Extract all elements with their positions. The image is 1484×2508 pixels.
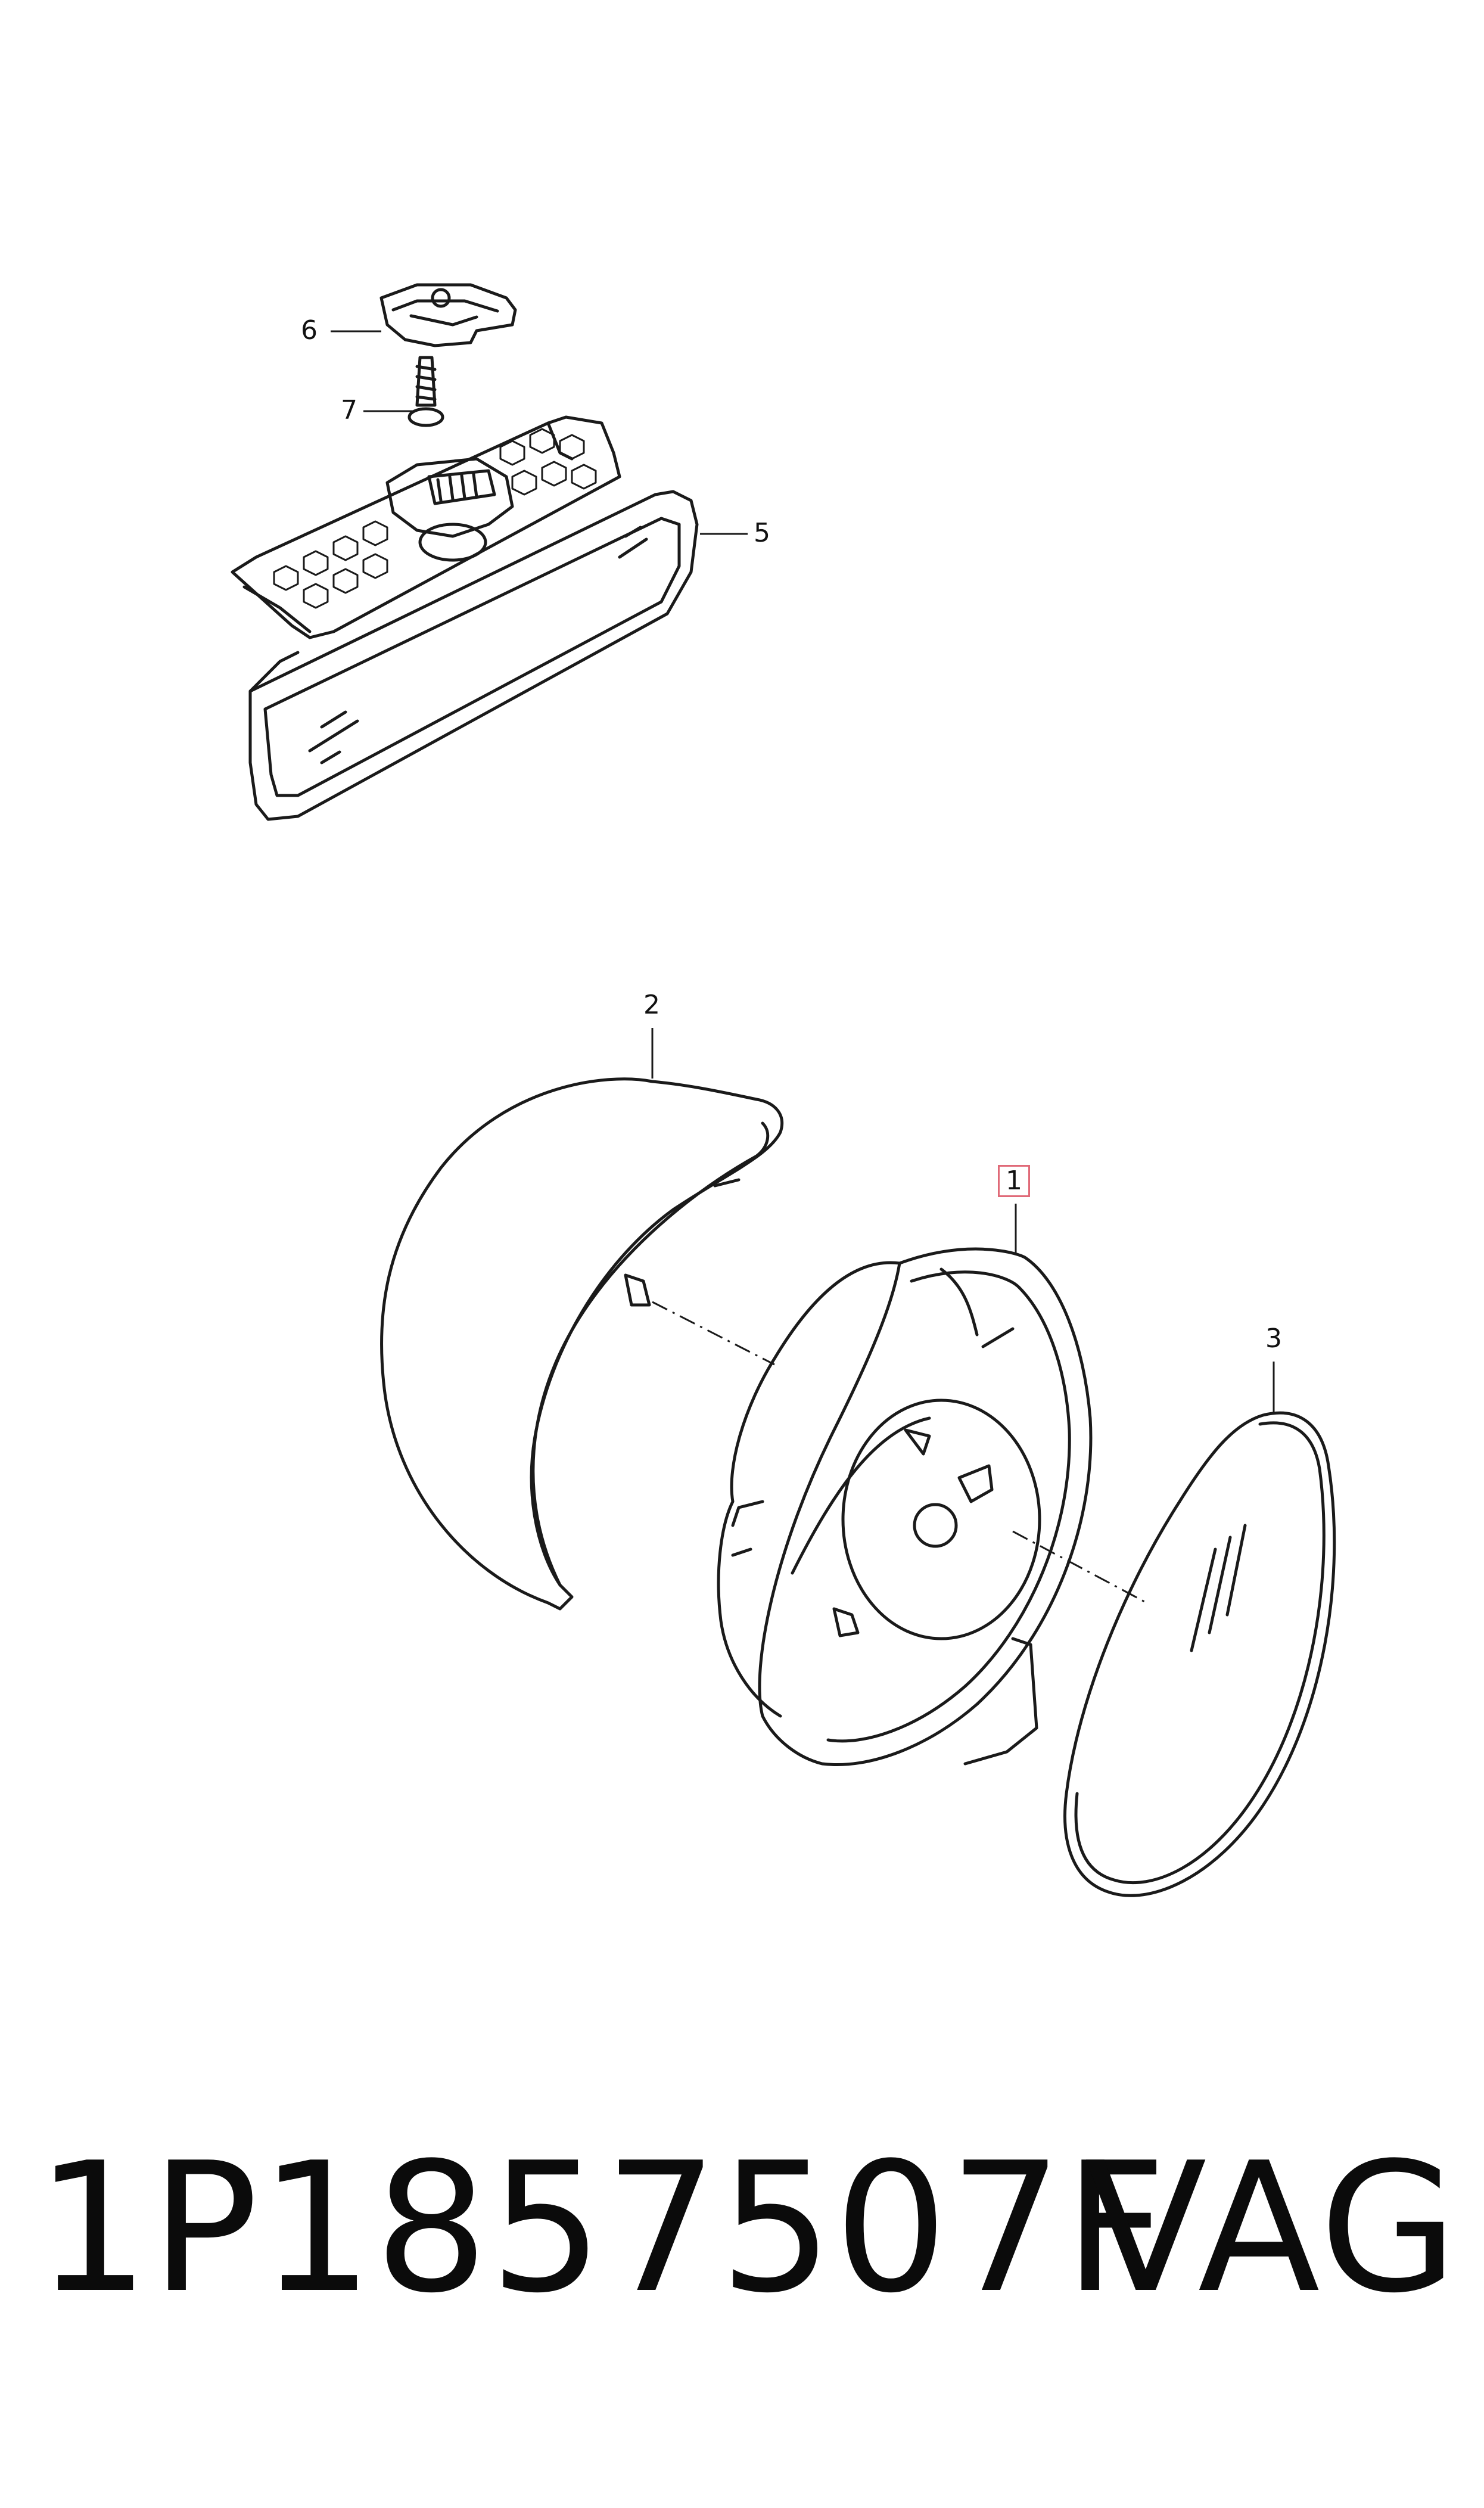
part-1-mirror-base [717,1247,1093,1767]
part-2-mirror-cap [379,1077,784,1611]
callout-1: 1 [998,1165,1030,1197]
assembly-line-glass [1012,1530,1147,1604]
callout-7: 7 [341,395,357,425]
callout-6: 6 [301,315,318,346]
callout-3: 3 [1265,1323,1282,1354]
callout-5: 5 [754,518,770,548]
part-number-label: 1P1857507F [36,2124,1168,2332]
footer: 1P1857507F VAG [36,2139,1460,2366]
part-5-interior-mirror [231,415,699,821]
assembly-line-cap [652,1301,775,1366]
part-6-clip [379,283,517,347]
callout-2: 2 [643,990,660,1020]
part-3-mirror-glass [1063,1411,1336,1897]
part-7-screw [407,356,444,427]
brand-label: VAG [1084,2124,1460,2332]
